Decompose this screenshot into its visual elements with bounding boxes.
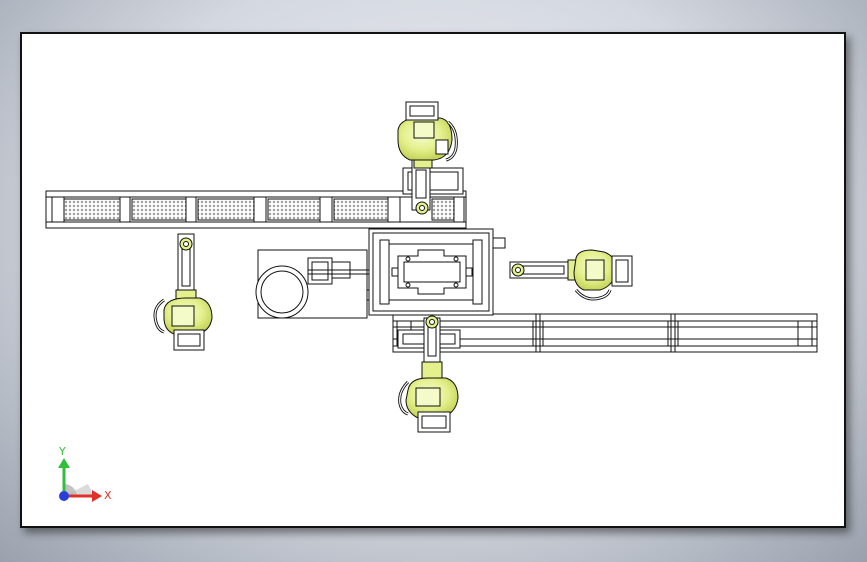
upper-conveyor[interactable] [45,190,467,229]
robot-top[interactable] [397,101,464,215]
work-table[interactable] [354,228,506,316]
triad-z-axis [59,491,69,501]
robot-bottom[interactable] [397,315,461,433]
robot-left[interactable] [153,233,213,351]
triad-x-label: X [104,489,112,502]
triad-y-label: Y [58,445,66,458]
lower-conveyor[interactable] [392,313,818,353]
reference-triad: Y X [58,445,112,502]
robot-right[interactable] [509,249,633,301]
left-fixture-station[interactable] [255,249,369,319]
